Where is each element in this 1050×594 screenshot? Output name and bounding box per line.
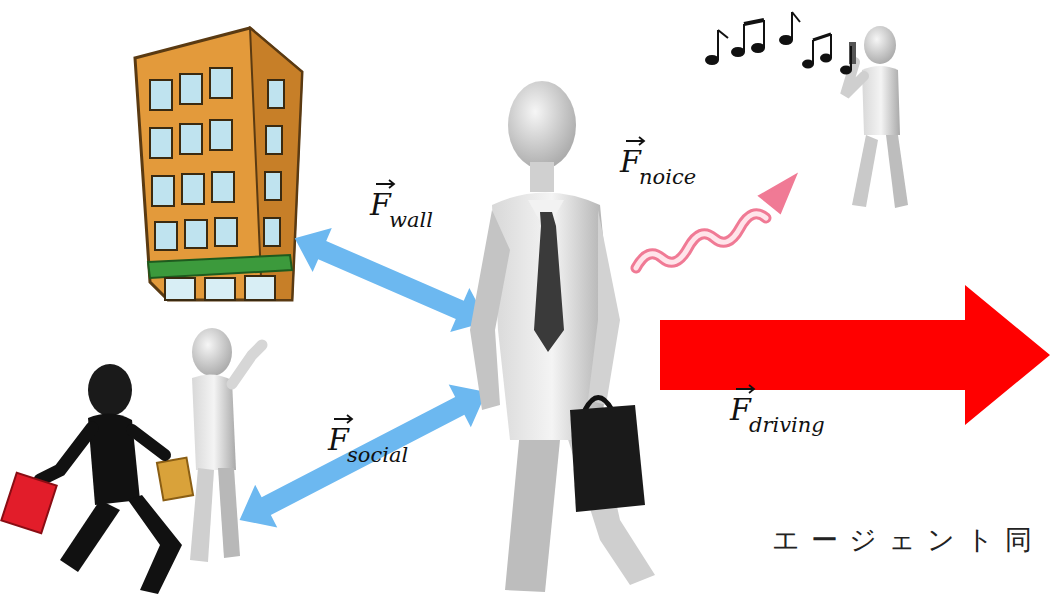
force-symbol: F	[730, 395, 751, 425]
force-subscript: driving	[749, 415, 825, 436]
force-symbol: F	[370, 190, 391, 220]
force-symbol: F	[328, 425, 349, 455]
driving-force-arrow	[660, 285, 1050, 425]
wall-force-arrow	[285, 216, 497, 344]
caption-fragment: エージェント同	[772, 526, 1043, 553]
singer-figure	[845, 26, 908, 208]
social-force-arrow	[229, 371, 498, 542]
noise-wave-arrow	[636, 176, 795, 268]
building	[135, 28, 302, 300]
vector-accents	[334, 137, 754, 423]
walking-person	[470, 81, 655, 592]
force-subscript: noice	[639, 167, 696, 188]
music-notes	[706, 12, 851, 74]
force-symbol: F	[620, 147, 641, 177]
shopper-figures	[1, 328, 262, 594]
force-subscript: social	[347, 445, 408, 466]
force-subscript: wall	[389, 210, 433, 231]
